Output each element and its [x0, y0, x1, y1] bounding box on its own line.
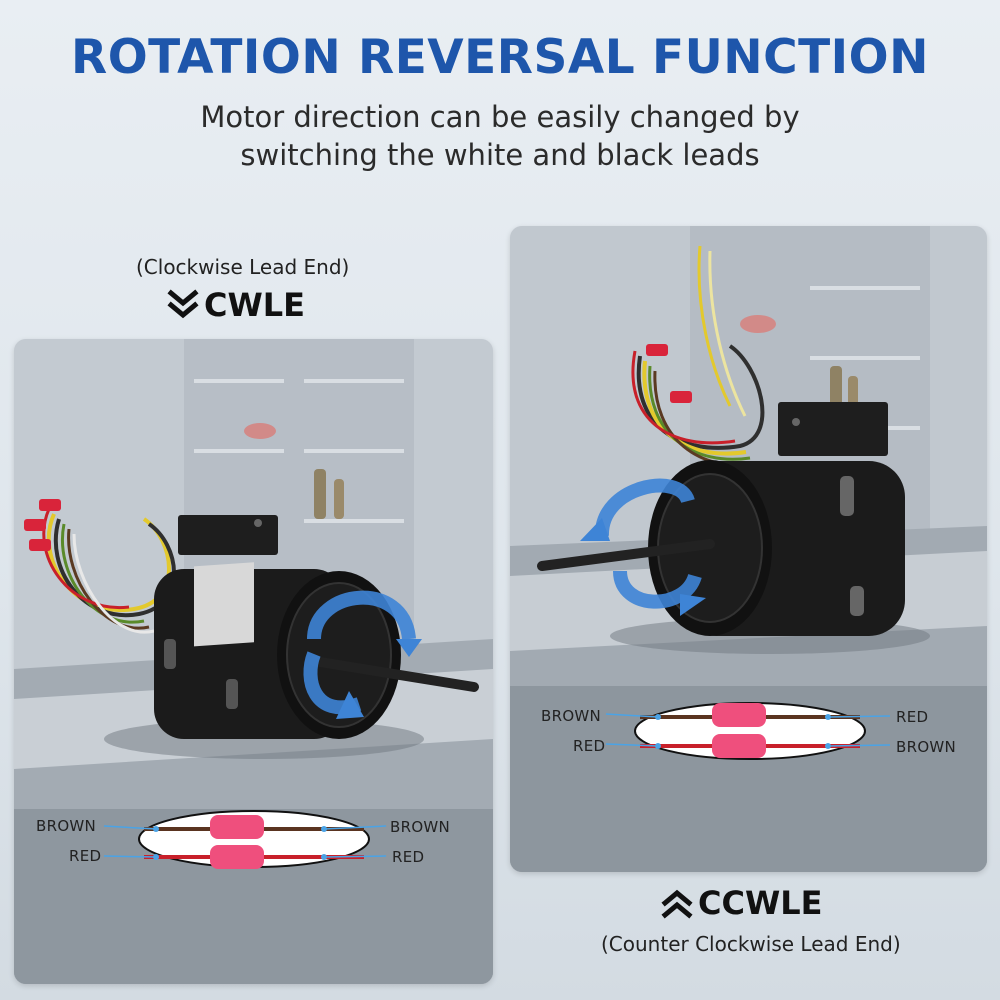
cwle-wire-left-top: BROWN [36, 817, 97, 835]
cwle-wire-right-bottom: RED [392, 848, 425, 866]
ccwle-motor-illustration [510, 226, 987, 872]
cwle-label: CWLE [204, 286, 306, 324]
ccwle-label: CCWLE [698, 884, 823, 922]
cwle-motor-illustration [14, 339, 493, 984]
subtitle-line-2: switching the white and black leads [240, 138, 760, 172]
subtitle-line-1: Motor direction can be easily changed by [200, 100, 800, 134]
cwle-photo-panel: BROWN RED BROWN RED [14, 339, 493, 984]
page-title: ROTATION REVERSAL FUNCTION [71, 30, 929, 85]
cwle-caption: (Clockwise Lead End) [136, 255, 350, 279]
ccwle-wire-right-bottom: BROWN [896, 738, 957, 756]
cwle-heading: CWLE [166, 286, 305, 324]
double-chevron-up-icon [661, 889, 693, 919]
double-chevron-down-icon [167, 289, 199, 319]
cwle-wire-right-top: BROWN [390, 818, 451, 836]
ccwle-wire-left-top: BROWN [541, 707, 602, 725]
ccwle-photo-panel: BROWN RED RED BROWN [510, 226, 987, 872]
ccwle-heading: CCWLE [660, 884, 823, 922]
page-subtitle: Motor direction can be easily changed by… [0, 98, 1000, 174]
ccwle-caption: (Counter Clockwise Lead End) [601, 932, 901, 956]
cwle-wire-left-bottom: RED [69, 847, 102, 865]
ccwle-wire-right-top: RED [896, 708, 929, 726]
ccwle-wire-left-bottom: RED [573, 737, 606, 755]
